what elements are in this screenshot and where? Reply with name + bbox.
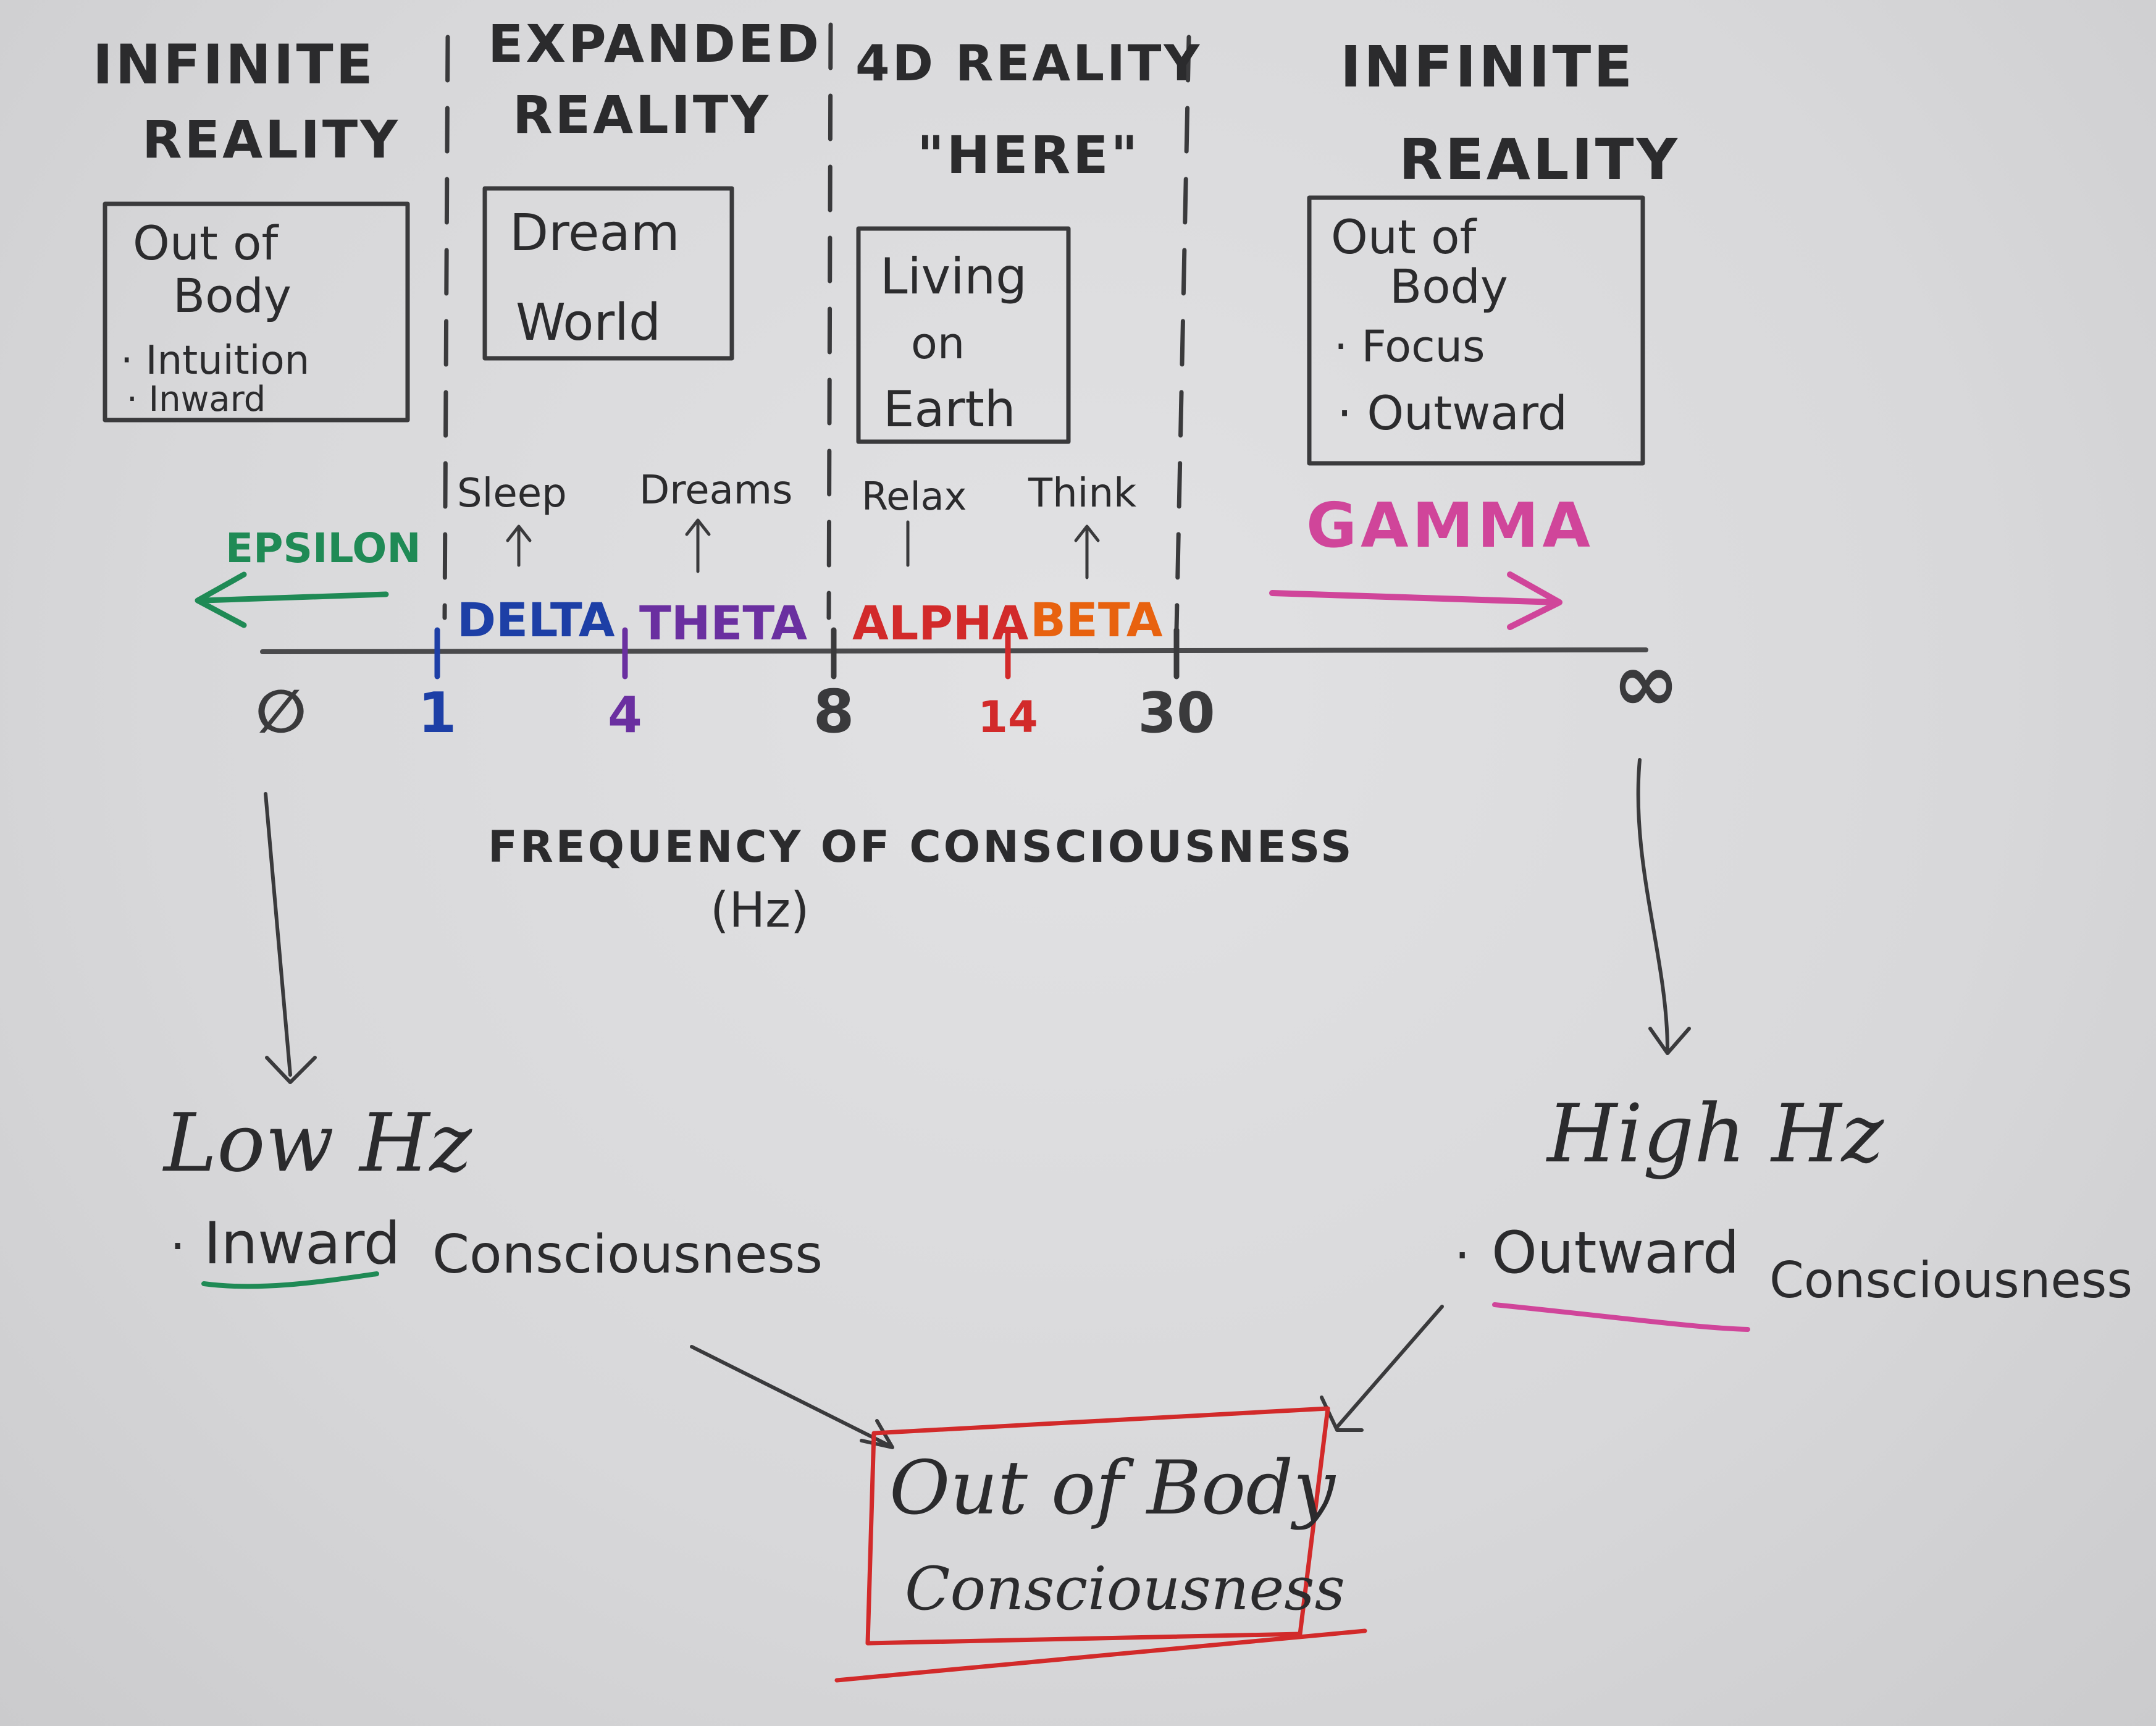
region-heading: REALITY (142, 109, 400, 170)
band-label-gamma: GAMMA (1306, 489, 1594, 562)
high-hz-title: High Hz (1546, 1087, 1885, 1181)
state-label-relax: Relax (862, 474, 967, 519)
right-arrow-icon (1269, 571, 1562, 630)
region-heading: "HERE" (917, 125, 1140, 185)
band-label-epsilon: EPSILON (225, 524, 421, 572)
box-line: Earth (883, 381, 1016, 438)
converge-arrow-icon (690, 1345, 894, 1449)
bottom-box-line: Out of Body (889, 1446, 1336, 1531)
low-hz-title: Low Hz (162, 1096, 473, 1190)
state-label-dreams: Dreams (639, 468, 792, 513)
up-arrow-icon (1074, 524, 1100, 579)
state-label-sleep: Sleep (457, 471, 567, 516)
frequency-axis-line (260, 647, 1648, 654)
axis-tick-label: ∅ (256, 677, 306, 746)
axis-tick-label: 4 (608, 686, 642, 744)
axis-tick-label: 8 (813, 677, 855, 746)
outward-underline (1492, 1302, 1750, 1332)
low-hz-keyword: Inward (204, 1210, 400, 1278)
region-box (856, 226, 1071, 444)
low-hz-rest: Consciousness (432, 1224, 823, 1286)
inward-underline (201, 1271, 379, 1289)
box-line: · Intuition (120, 338, 309, 384)
up-arrow-icon (685, 518, 711, 573)
region-box (1307, 195, 1645, 466)
high-hz-bullet: · (1454, 1227, 1470, 1284)
high-hz-keyword: Outward (1491, 1219, 1740, 1287)
box-line: Out of (1331, 209, 1477, 264)
divider-3 (1174, 35, 1191, 633)
axis-title: FREQUENCY OF CONSCIOUSNESS (488, 822, 1354, 872)
region-heading: EXPANDED (488, 14, 821, 74)
region-box (482, 186, 734, 361)
box-line: World (516, 293, 661, 352)
converge-arrow-icon (1320, 1305, 1444, 1432)
axis-unit: (Hz) (710, 883, 809, 938)
box-line: Out of (133, 216, 279, 271)
down-arrow-icon (264, 792, 317, 1084)
box-line: · Focus (1334, 321, 1485, 372)
region-heading: REALITY (513, 85, 771, 145)
region-box (103, 201, 410, 423)
low-hz-bullet: · (170, 1218, 185, 1275)
axis-tick-label: 1 (418, 681, 457, 746)
axis-tick-label: ∞ (1613, 636, 1679, 730)
axis-tick-label: 30 (1138, 681, 1215, 746)
up-arrow-icon (506, 524, 532, 567)
box-line: Living (880, 248, 1027, 305)
box-line: Body (173, 268, 292, 323)
region-heading: REALITY (1399, 127, 1680, 193)
box-line: · Inward (127, 379, 266, 419)
out-of-body-box (834, 1406, 1367, 1683)
high-hz-rest: Consciousness (1769, 1252, 2133, 1309)
box-line: Body (1390, 259, 1508, 314)
band-label-theta: THETA (639, 596, 807, 650)
band-label-alpha: ALPHA (852, 596, 1029, 650)
region-heading: INFINITE (93, 33, 375, 96)
state-label-think: Think (1028, 471, 1136, 516)
band-label-delta: DELTA (457, 592, 615, 647)
axis-tick-label: 14 (978, 692, 1038, 743)
divider-2 (826, 22, 833, 620)
divider-1 (442, 35, 450, 620)
band-label-beta: BETA (1030, 592, 1163, 647)
axis-ticks (434, 627, 1180, 680)
region-heading: 4D REALITY (855, 35, 1202, 92)
left-arrow-icon (195, 571, 389, 628)
down-arrow-icon (1636, 758, 1691, 1055)
box-line: Dream (510, 204, 680, 263)
region-heading: INFINITE (1340, 34, 1635, 100)
bottom-box-line: Consciousness (905, 1554, 1345, 1623)
box-line: · Outward (1337, 385, 1567, 440)
box-line: on (911, 318, 965, 369)
